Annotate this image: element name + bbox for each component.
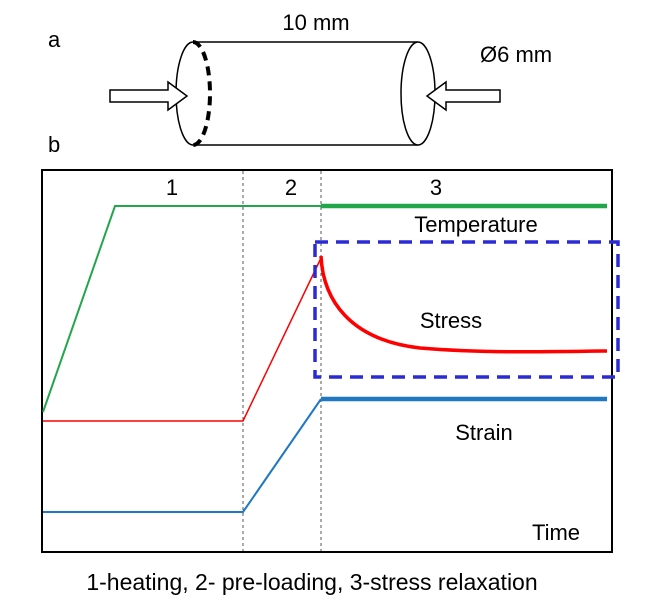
left-compression-arrow — [109, 80, 189, 112]
stress-relaxation-curve — [319, 255, 608, 354]
panel-a-label: a — [48, 27, 61, 52]
stress-label: Stress — [420, 308, 482, 333]
right-compression-arrow — [425, 80, 501, 112]
strain-curve-loading — [43, 398, 322, 513]
diameter-label: Ø6 mm — [480, 42, 552, 67]
cylinder-specimen — [175, 40, 436, 147]
stage-1-label: 1 — [166, 175, 178, 200]
cylinder-left-end-hidden — [192, 40, 212, 147]
time-axis-label: Time — [532, 520, 580, 545]
panel-b-label: b — [48, 132, 60, 157]
relaxation-highlight-box — [313, 240, 620, 379]
plot-frame — [41, 169, 613, 553]
stage-3-label: 3 — [430, 175, 442, 200]
temperature-label: Temperature — [414, 212, 538, 237]
strain-label: Strain — [455, 420, 512, 445]
temperature-curve-heating — [42, 205, 321, 413]
figure-caption: 1-heating, 2- pre-loading, 3-stress rela… — [86, 569, 537, 595]
length-label: 10 mm — [282, 10, 349, 35]
stress-curve-loading — [43, 257, 322, 422]
stage-2-label: 2 — [285, 175, 297, 200]
